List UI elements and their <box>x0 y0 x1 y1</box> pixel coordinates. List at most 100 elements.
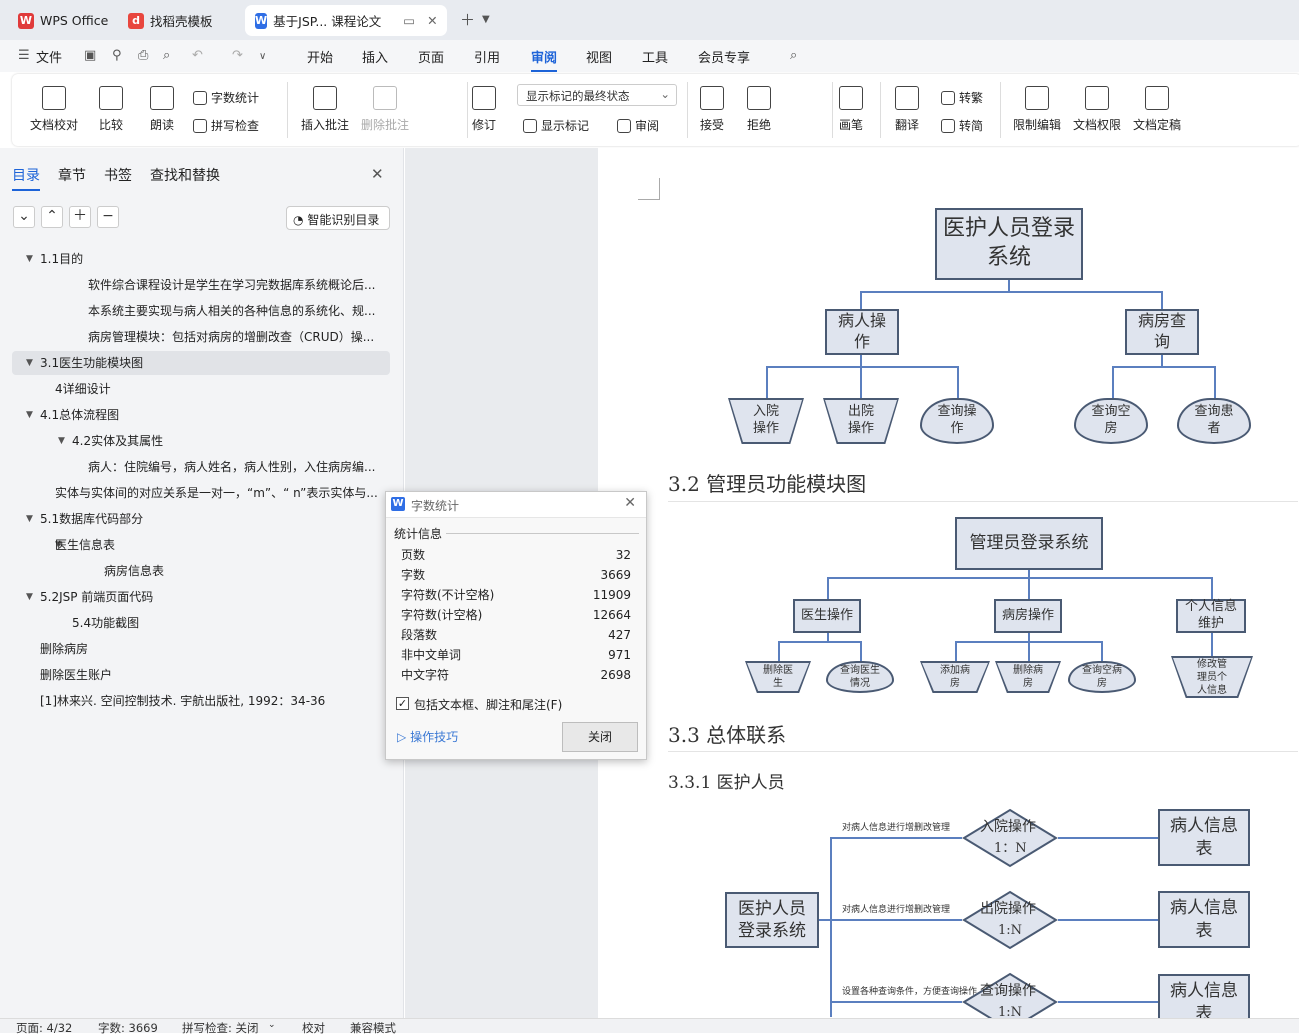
compare-icon <box>99 86 123 110</box>
show-markup-button[interactable]: 显示标记 <box>523 117 589 134</box>
toc-item[interactable]: 5.4功能截图 <box>12 611 390 635</box>
tab-wps-office[interactable]: W WPS Office <box>8 5 118 36</box>
toc-item[interactable]: 本系统主要实现与病人相关的各种信息的系统化、规... <box>12 299 390 323</box>
close-icon[interactable]: ✕ <box>371 165 384 183</box>
toc-item[interactable]: ▼1.1目的 <box>12 247 390 271</box>
toc-item[interactable]: ▼4.1总体流程图 <box>12 403 390 427</box>
d1-query-empty: 查询空房 <box>1074 398 1148 444</box>
section-rule <box>446 533 639 534</box>
markup-state-select[interactable]: 显示标记的最终状态⌄ <box>517 84 677 106</box>
close-icon[interactable]: ✕ <box>624 495 636 511</box>
toc-item[interactable]: 病房管理模块：包括对病房的增删改查（CRUD）操... <box>12 325 390 349</box>
to-traditional-button[interactable]: 转繁 <box>941 89 983 106</box>
redo-icon[interactable]: ↷ <box>232 48 243 63</box>
revise-button[interactable]: 修订 <box>472 86 496 133</box>
review-pane-button[interactable]: 审阅 <box>617 117 659 134</box>
status-words[interactable]: 字数: 3669 <box>98 1021 158 1035</box>
menu-start[interactable]: 开始 <box>307 51 334 66</box>
expand-triangle-icon[interactable]: ▼ <box>26 514 33 524</box>
delete-comment-button[interactable]: 删除批注 <box>361 86 409 133</box>
doc-final-button[interactable]: 文档定稿 <box>1133 86 1181 133</box>
remove-level-button[interactable]: − <box>97 206 119 228</box>
translate-button[interactable]: 翻译 <box>895 86 919 133</box>
menu-view[interactable]: 视图 <box>586 51 613 66</box>
menu-tools[interactable]: 工具 <box>642 51 669 66</box>
ribbon-separator <box>287 82 288 138</box>
menu-reference[interactable]: 引用 <box>474 51 501 66</box>
expand-triangle-icon[interactable]: ▼ <box>26 592 33 602</box>
toc-item[interactable]: 病房信息表 <box>12 559 390 583</box>
more-icon[interactable]: ∨ <box>259 51 267 62</box>
share-icon[interactable]: ⚲ <box>112 48 122 63</box>
search-icon[interactable]: ⌕ <box>790 48 798 63</box>
d3-diamond-1 <box>962 808 1058 868</box>
chevron-down-icon[interactable]: ▼ <box>482 14 490 25</box>
expand-all-button[interactable]: ⌄ <box>13 206 35 228</box>
toc-item-label: 病房管理模块：包括对病房的增删改查（CRUD）操... <box>88 330 375 344</box>
tips-link[interactable]: ▷ 操作技巧 <box>397 730 459 744</box>
toc-item[interactable]: ▼5.1数据库代码部分 <box>12 507 390 531</box>
accept-button[interactable]: 接受 <box>700 86 724 133</box>
tab-close-icon[interactable]: ✕ <box>427 13 438 28</box>
expand-triangle-icon[interactable]: ▼ <box>26 254 33 264</box>
toc-item[interactable]: ▼5.2JSP 前端页面代码 <box>12 585 390 609</box>
tab-bookmark[interactable]: 书签 <box>104 168 132 184</box>
doc-rights-button[interactable]: 文档权限 <box>1073 86 1121 133</box>
status-page[interactable]: 页面: 4/32 <box>16 1021 73 1035</box>
print-icon[interactable]: ⎙ <box>138 48 149 63</box>
undo-icon[interactable]: ↶ <box>192 48 203 63</box>
connector <box>860 291 1162 293</box>
spell-check-button[interactable]: 拼写检查 <box>193 117 259 134</box>
insert-comment-button[interactable]: 插入批注 <box>301 86 349 133</box>
smart-toc-button[interactable]: ◔ 智能识别目录 <box>286 206 390 230</box>
menu-member[interactable]: 会员专享 <box>698 51 751 66</box>
status-spell[interactable]: 拼写检查: 关闭 <box>182 1021 259 1035</box>
menu-review[interactable]: 审阅 <box>531 47 558 72</box>
heading-3-3: 3.3 总体联系 <box>668 723 787 747</box>
tab-document[interactable]: W 基于JSP... 课程论文 ▭ ✕ <box>245 5 447 36</box>
toc-item[interactable]: 软件综合课程设计是学生在学习完数据库系统概论后... <box>12 273 390 297</box>
tab-float-icon[interactable]: ▭ <box>403 13 416 28</box>
pen-button[interactable]: 画笔 <box>839 86 863 133</box>
print-preview-icon[interactable]: ⌕ <box>163 48 171 63</box>
to-simplified-button[interactable]: 转简 <box>941 117 983 134</box>
toc-item[interactable]: 病人：住院编号，病人姓名，病人性别，入住病房编... <box>12 455 390 479</box>
toc-item[interactable]: ▼3.1医生功能模块图 <box>12 351 390 375</box>
tab-find-replace[interactable]: 查找和替换 <box>150 168 220 184</box>
close-button[interactable]: 关闭 <box>562 722 638 752</box>
word-count-button[interactable]: 字数统计 <box>193 89 259 106</box>
connector <box>1058 1001 1158 1003</box>
add-level-button[interactable]: ＋ <box>69 206 91 228</box>
new-tab-icon[interactable]: ＋ <box>460 11 476 29</box>
toc-item[interactable]: 删除病房 <box>12 637 390 661</box>
save-icon[interactable]: ▣ <box>84 48 97 63</box>
chevron-down-icon[interactable]: ⌄ <box>268 1020 276 1030</box>
toc-item[interactable]: ▼医生信息表 <box>12 533 390 557</box>
menu-icon[interactable]: ☰ <box>18 48 30 63</box>
toc-item[interactable]: 实体与实体间的对应关系是一对一，“m”、“ n”表示实体与... <box>12 481 390 505</box>
toc-item[interactable]: 4详细设计 <box>12 377 390 401</box>
connector <box>778 641 862 643</box>
tab-toc[interactable]: 目录 <box>12 165 40 191</box>
tab-chapter[interactable]: 章节 <box>58 168 86 184</box>
menu-file[interactable]: 文件 <box>36 51 63 66</box>
include-checkbox[interactable]: ✓ <box>396 697 409 710</box>
expand-triangle-icon[interactable]: ▼ <box>26 410 33 420</box>
stat-row: 字符数(计空格)12664 <box>401 605 631 625</box>
expand-triangle-icon[interactable]: ▼ <box>26 358 33 368</box>
toc-item[interactable]: ▼4.2实体及其属性 <box>12 429 390 453</box>
restrict-edit-button[interactable]: 限制编辑 <box>1013 86 1061 133</box>
tab-template[interactable]: d 找稻壳模板 <box>118 5 223 36</box>
menu-insert[interactable]: 插入 <box>362 51 389 66</box>
doc-check-button[interactable]: 文档校对 <box>30 86 78 133</box>
menu-page[interactable]: 页面 <box>418 51 445 66</box>
read-aloud-button[interactable]: 朗读 <box>150 86 174 133</box>
toc-item[interactable]: 删除医生账户 <box>12 663 390 687</box>
compare-button[interactable]: 比较 <box>99 86 123 133</box>
collapse-button[interactable]: ⌃ <box>41 206 63 228</box>
expand-triangle-icon[interactable]: ▼ <box>55 540 62 550</box>
expand-triangle-icon[interactable]: ▼ <box>58 436 65 446</box>
status-proof[interactable]: 校对 <box>302 1021 325 1035</box>
reject-button[interactable]: 拒绝 <box>747 86 771 133</box>
toc-item[interactable]: [1]林来兴. 空间控制技术. 宇航出版社, 1992：34-36 <box>12 689 390 713</box>
